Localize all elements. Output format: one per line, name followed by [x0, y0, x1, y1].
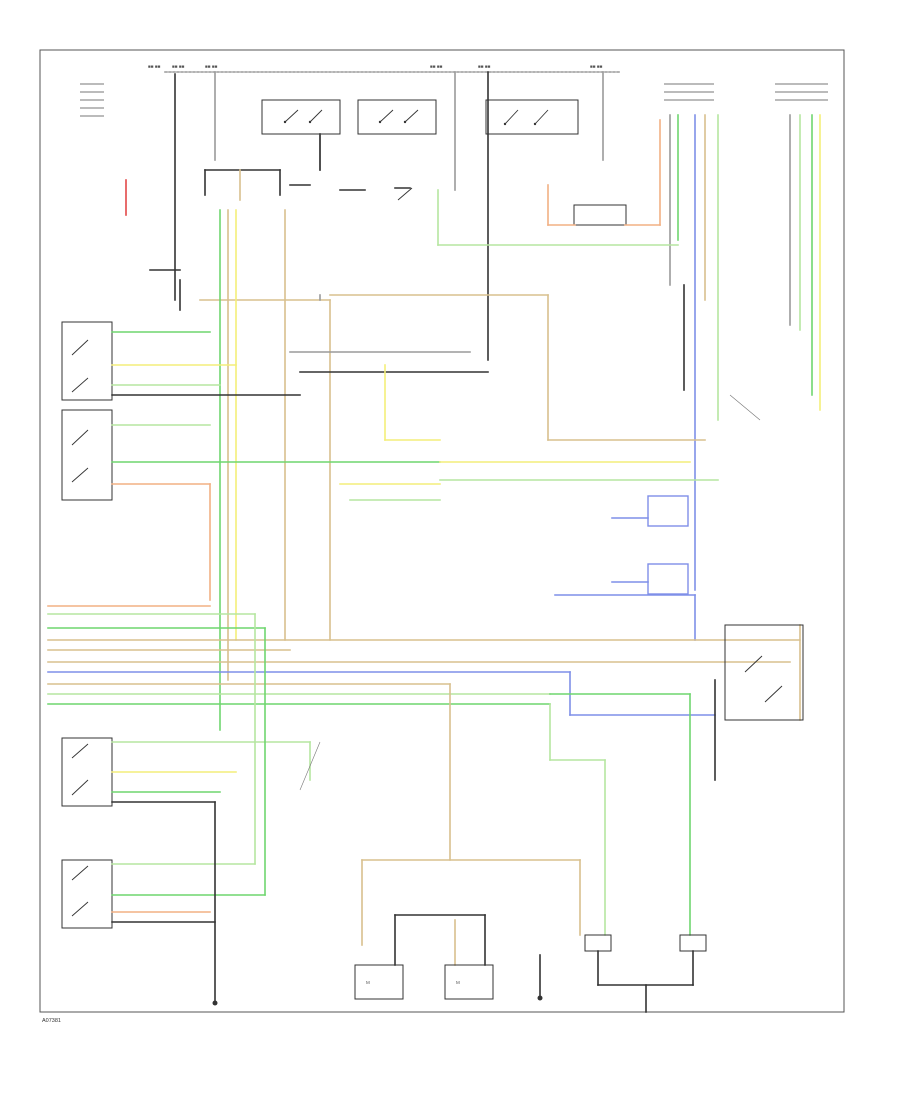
left-switch-feeds [149, 209, 706, 731]
left-switch-upper [61, 321, 301, 401]
power-distribution-label [80, 83, 104, 117]
main-horizontal-bus [47, 605, 801, 721]
diagram-border [39, 49, 845, 1013]
left-switch-lower-1 [61, 737, 311, 807]
blue-connectors [554, 495, 696, 641]
vertical-feed-wires [125, 71, 604, 361]
right-lower-switch [714, 624, 804, 781]
svg-text:M: M [456, 980, 460, 985]
svg-text:■■ ■■: ■■ ■■ [205, 64, 218, 69]
middle-harness-crossover [289, 294, 719, 501]
reference-leaders [299, 394, 761, 791]
green-crossover [437, 189, 679, 246]
svg-text:■■ ■■: ■■ ■■ [148, 64, 161, 69]
left-switch-middle [61, 409, 441, 601]
top-switch-box-1 [261, 99, 341, 135]
left-switch-lower-2 [61, 613, 266, 1006]
svg-text:■■ ■■: ■■ ■■ [478, 64, 491, 69]
top-right-connector-left [664, 83, 714, 101]
svg-text:M: M [366, 980, 370, 985]
svg-text:■■ ■■: ■■ ■■ [430, 64, 443, 69]
fuse-header-group: ■■ ■■ ■■ ■■ ■■ ■■ ■■ ■■ ■■ ■■ ■■ ■■ [148, 64, 621, 73]
top-switch-box-2 [357, 99, 437, 135]
top-switch-box-3 [485, 99, 579, 135]
lower-center-loads: M M [354, 683, 707, 1013]
diagram-code-label: A07381 [42, 1018, 61, 1024]
right-harness-vertical [669, 114, 821, 591]
top-right-connector-right [775, 83, 828, 101]
svg-text:■■ ■■: ■■ ■■ [590, 64, 603, 69]
svg-text:■■ ■■: ■■ ■■ [172, 64, 185, 69]
mid-connector-row [204, 119, 661, 226]
